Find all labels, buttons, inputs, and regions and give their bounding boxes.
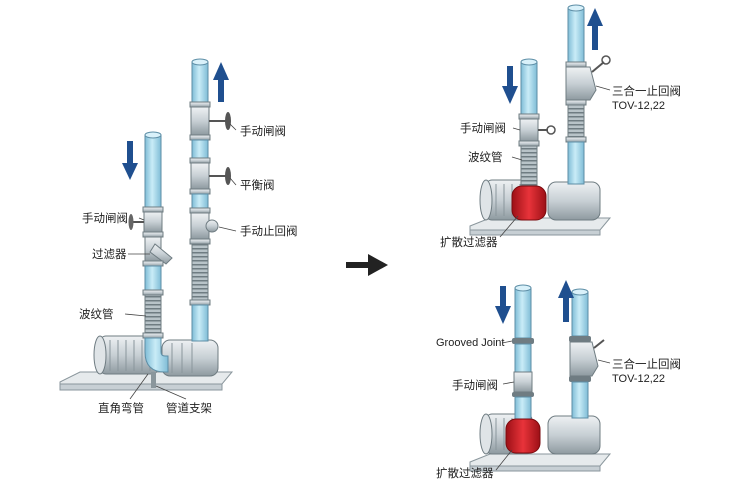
rb-up-arrow-icon <box>558 280 574 322</box>
left-base-front <box>59 383 223 391</box>
left-balance-valve <box>190 162 210 190</box>
label-left-balance-valve: 平衡阀 <box>240 178 275 192</box>
right-bottom-assembly <box>469 280 612 472</box>
rb-base-plate <box>469 453 612 467</box>
label-rb-suction-diffuser: 扩散过滤器 <box>436 466 494 480</box>
label-left-suction-gate-valve: 手动闸阀 <box>82 211 128 225</box>
left-suction-pipe <box>144 134 162 208</box>
left-up-arrow-icon <box>213 62 229 102</box>
rb-gate-valve <box>513 371 533 393</box>
left-top-gate-valve <box>190 106 210 136</box>
rt-pump-casing <box>547 181 601 221</box>
left-elbow <box>144 337 169 373</box>
right-arrow-icon <box>346 254 388 276</box>
rt-suction-pipe <box>520 61 538 115</box>
left-discharge-bellows <box>191 243 209 301</box>
label-left-elbow: 直角弯管 <box>98 401 144 415</box>
rb-suction-pipe <box>514 287 532 339</box>
label-rb-gate-valve: 手动闸阀 <box>452 378 498 392</box>
rt-up-arrow-icon <box>587 8 603 50</box>
label-left-top-gate-valve: 手动闸阀 <box>240 124 286 138</box>
label-rb-triple-duty-valve: 三合一止回阀 <box>612 357 681 371</box>
rt-triple-duty-valve <box>565 66 597 101</box>
label-rb-grooved-joint: Grooved Joint <box>436 337 505 349</box>
rt-bellows <box>520 145 538 187</box>
rt-gate-valve <box>519 118 539 142</box>
rb-discharge-pipe <box>571 291 589 337</box>
label-left-pipe-support: 管道支架 <box>166 401 212 415</box>
rb-leader-lines <box>495 340 611 471</box>
left-pipe-support <box>151 372 156 388</box>
rt-suction-diffuser <box>511 185 547 221</box>
left-pump-casing <box>161 339 219 377</box>
label-rt-bellows: 波纹管 <box>468 150 503 164</box>
label-left-check-valve: 手动止回阀 <box>240 224 298 238</box>
left-discharge-pipe <box>191 61 209 103</box>
label-left-strainer: 过滤器 <box>92 247 127 261</box>
rt-discharge-pipe <box>567 7 585 63</box>
left-bellows <box>144 294 162 334</box>
left-down-arrow-icon <box>122 141 138 180</box>
label-rt-gate-valve: 手动闸阀 <box>460 121 506 135</box>
left-suction-gate-valve <box>143 211 163 233</box>
label-rt-triple-duty-valve: 三合一止回阀 <box>612 84 681 98</box>
rt-down-arrow-icon <box>502 66 518 104</box>
left-assembly <box>59 58 237 400</box>
label-rt-suction-diffuser: 扩散过滤器 <box>440 235 498 249</box>
label-left-bellows: 波纹管 <box>79 307 114 321</box>
right-top-assembly <box>469 4 612 238</box>
left-leader-lines <box>124 123 237 400</box>
rb-pump-casing <box>547 415 601 455</box>
label-rb-valve-model: TOV-12,22 <box>612 373 665 385</box>
rb-down-arrow-icon <box>495 286 511 324</box>
rb-triple-duty-valve <box>569 341 599 377</box>
rb-suction-diffuser <box>505 418 541 454</box>
label-rt-valve-model: TOV-12,22 <box>612 100 665 112</box>
rt-leader-lines <box>499 85 611 238</box>
rb-grooved-joint <box>512 338 534 344</box>
